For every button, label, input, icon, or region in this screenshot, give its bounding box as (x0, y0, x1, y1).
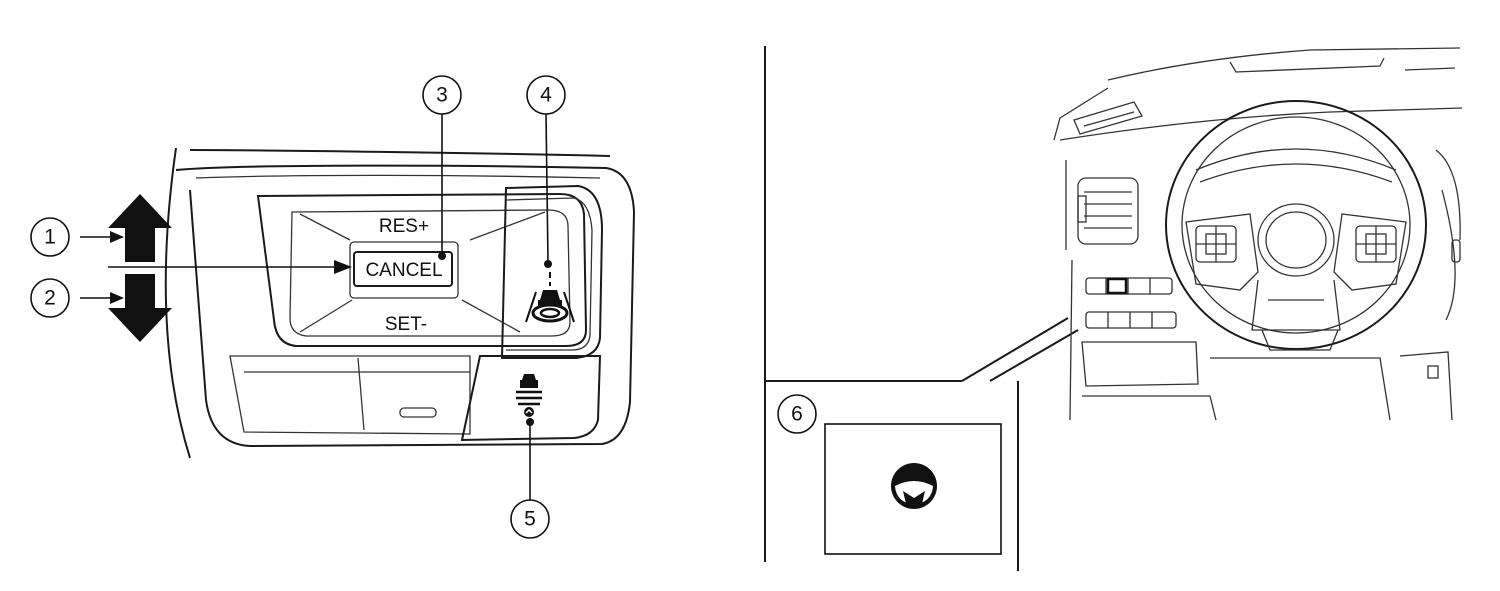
callout-5: 5 (510, 418, 550, 539)
propilot-button[interactable] (500, 184, 604, 359)
svg-text:1: 1 (44, 226, 56, 249)
callout-2: 2 (30, 278, 124, 318)
set-minus-label: SET- (385, 314, 427, 335)
cancel-label: CANCEL (365, 260, 442, 281)
callout-3: 3 (422, 75, 462, 260)
callout-6: 6 (777, 394, 817, 434)
highlighted-switch (1106, 277, 1128, 295)
inset-indicator-panel (824, 423, 1002, 555)
svg-text:3: 3 (436, 84, 448, 107)
svg-text:5: 5 (524, 508, 536, 531)
switch-assembly: RES+ CANCEL SET- (164, 147, 636, 459)
steering-wheel (1165, 100, 1427, 350)
propilot-icon (525, 272, 575, 323)
cancel-button[interactable] (353, 251, 453, 287)
arrow-down-icon (108, 274, 172, 342)
svg-text:2: 2 (44, 287, 56, 310)
arrow-up-icon (108, 194, 172, 262)
distance-icon (516, 374, 542, 417)
svg-text:6: 6 (791, 403, 803, 426)
steering-wheel-icon (891, 463, 937, 509)
callout-1: 1 (30, 217, 124, 257)
res-plus-label: RES+ (379, 216, 429, 237)
callout-4: 4 (526, 75, 566, 268)
svg-text:4: 4 (540, 84, 552, 107)
dashboard-view (764, 46, 1463, 571)
distance-button[interactable] (460, 355, 602, 442)
